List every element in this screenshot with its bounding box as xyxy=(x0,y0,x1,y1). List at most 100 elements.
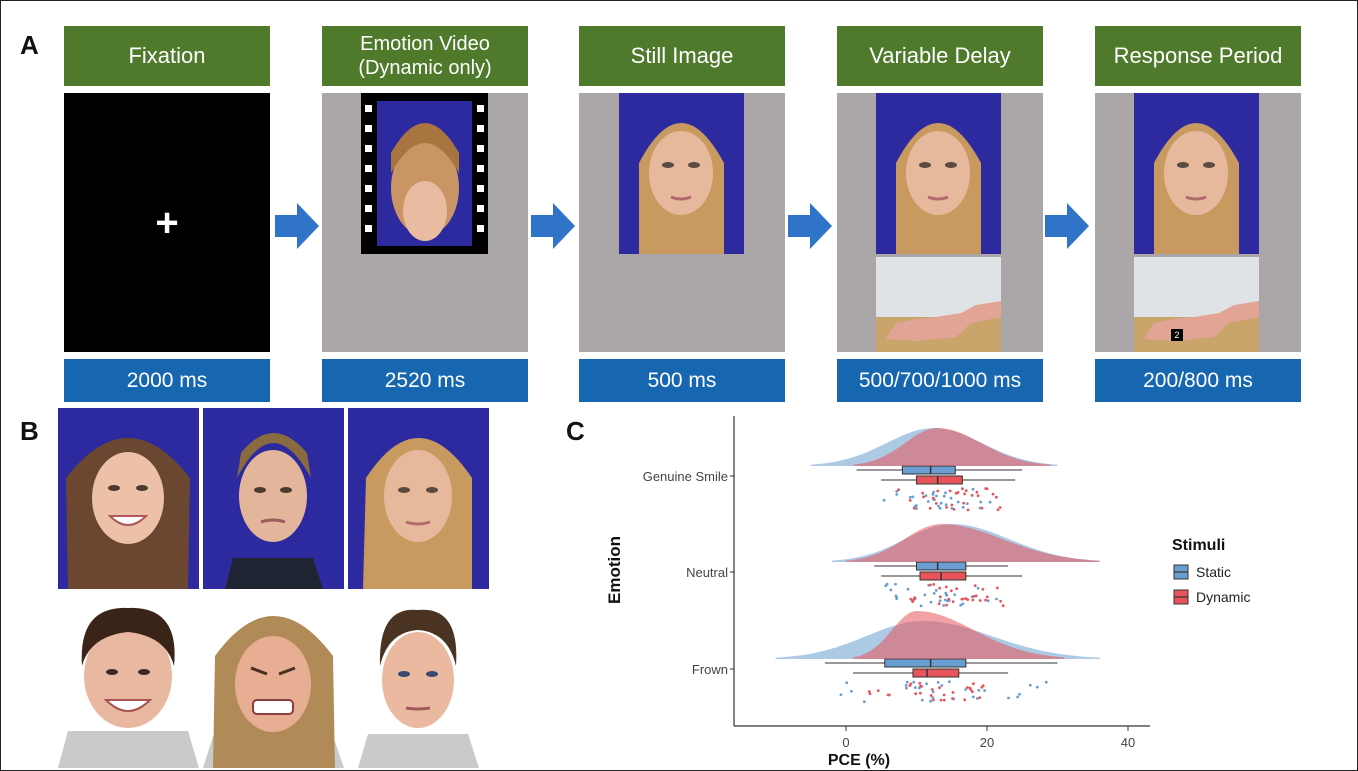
rain-point-dynamic xyxy=(944,585,948,589)
rain-point-static xyxy=(915,504,918,507)
rain-point-static xyxy=(839,693,843,697)
rain-point-static xyxy=(929,699,932,703)
rain-point-static xyxy=(889,588,893,592)
rain-point-dynamic xyxy=(972,595,976,598)
rain-point-dynamic xyxy=(932,583,936,586)
rain-point-static xyxy=(882,498,886,502)
rain-point-dynamic xyxy=(908,499,912,502)
rain-point-dynamic xyxy=(922,495,925,499)
key-prompt-badge: 2 xyxy=(1171,329,1183,341)
rain-point-static xyxy=(983,689,986,692)
rain-point-dynamic xyxy=(978,599,982,602)
rain-point-static xyxy=(850,689,853,693)
rain-point-dynamic xyxy=(867,690,871,693)
rain-point-dynamic xyxy=(912,598,915,602)
rain-point-dynamic xyxy=(991,492,995,496)
rain-point-dynamic xyxy=(919,691,922,695)
rain-point-dynamic xyxy=(1001,604,1005,608)
fixation-cross: + xyxy=(155,201,179,245)
rain-point-static xyxy=(935,494,938,498)
rain-point-static xyxy=(931,696,935,699)
face-photo xyxy=(619,93,744,254)
rain-point-dynamic xyxy=(955,587,959,591)
x-axis-title: PCE (%) xyxy=(828,752,890,769)
rain-point-static xyxy=(959,603,963,607)
rain-point-static xyxy=(913,686,917,689)
rain-point-dynamic xyxy=(963,698,967,702)
rain-point-static xyxy=(1018,692,1021,696)
rain-point-dynamic xyxy=(921,491,925,495)
rain-point-dynamic xyxy=(909,597,913,601)
rain-point-dynamic xyxy=(929,694,933,697)
rain-point-static xyxy=(949,496,953,500)
rain-point-static xyxy=(942,494,946,498)
rain-point-static xyxy=(961,505,965,509)
rain-point-dynamic xyxy=(913,596,917,599)
rain-point-static xyxy=(1016,695,1019,699)
y-axis-title: Emotion xyxy=(605,536,624,604)
box-static xyxy=(901,465,956,475)
rain-point-static xyxy=(862,700,866,704)
density-dynamic xyxy=(853,428,1051,466)
legend-title: Stimuli xyxy=(1172,537,1225,554)
rain-point-static xyxy=(976,586,980,590)
rain-point-static xyxy=(845,681,849,685)
rain-point-static xyxy=(950,506,954,510)
hand-photo xyxy=(1134,257,1259,352)
rain-point-static xyxy=(940,684,944,687)
delay-screen xyxy=(837,93,1043,352)
rain-point-static xyxy=(894,582,897,586)
rain-point-static xyxy=(938,506,942,510)
rain-point-dynamic xyxy=(984,598,987,602)
rain-point-static xyxy=(995,597,998,601)
rain-point-dynamic xyxy=(951,697,954,700)
legend-label-dynamic: Dynamic xyxy=(1196,589,1250,605)
x-tick-label: 40 xyxy=(1121,735,1135,750)
rain-point-static xyxy=(977,688,981,692)
rain-point-dynamic xyxy=(995,495,998,499)
step-3-duration: 500 ms xyxy=(579,359,785,402)
rain-point-dynamic xyxy=(909,682,913,686)
rain-point-dynamic xyxy=(973,584,977,588)
box-dynamic xyxy=(912,668,960,678)
rain-point-static xyxy=(906,587,910,591)
rain-point-dynamic xyxy=(972,682,975,686)
rain-point-dynamic xyxy=(930,688,934,691)
rain-point-dynamic xyxy=(963,492,966,496)
rain-point-dynamic xyxy=(969,688,973,691)
rain-point-dynamic xyxy=(912,506,916,510)
box-dynamic xyxy=(919,571,967,581)
face-photo-smile-2 xyxy=(58,596,199,768)
rain-point-dynamic xyxy=(966,686,969,689)
rain-point-dynamic xyxy=(961,487,964,491)
rain-point-static xyxy=(919,604,923,608)
rain-point-static xyxy=(924,494,928,498)
face-photo-frown xyxy=(203,408,344,589)
panel-a-label: A xyxy=(20,30,39,60)
rain-point-static xyxy=(1044,680,1048,684)
rain-point-static xyxy=(979,500,983,504)
y-tick-label: Genuine Smile xyxy=(643,469,728,484)
rain-point-static xyxy=(926,500,930,503)
rain-point-dynamic xyxy=(952,507,956,511)
rain-point-static xyxy=(932,490,935,494)
rain-point-static xyxy=(986,599,990,603)
rain-point-static xyxy=(944,491,947,495)
face-photo xyxy=(876,93,1001,254)
rain-point-dynamic xyxy=(938,595,942,599)
rain-point-static xyxy=(885,582,889,586)
rain-point-dynamic xyxy=(942,693,946,697)
rain-point-dynamic xyxy=(998,506,1002,509)
rain-point-dynamic xyxy=(934,502,938,505)
step-2-title: Emotion Video (Dynamic only) xyxy=(322,26,528,86)
rain-point-static xyxy=(912,680,916,684)
rain-point-dynamic xyxy=(948,489,952,493)
rain-point-static xyxy=(971,695,975,699)
rain-point-dynamic xyxy=(928,506,932,510)
rain-point-static xyxy=(920,698,924,702)
rain-point-dynamic xyxy=(887,693,891,697)
rain-point-static xyxy=(925,682,928,686)
density-dynamic xyxy=(846,524,1100,562)
rain-point-dynamic xyxy=(962,501,966,505)
